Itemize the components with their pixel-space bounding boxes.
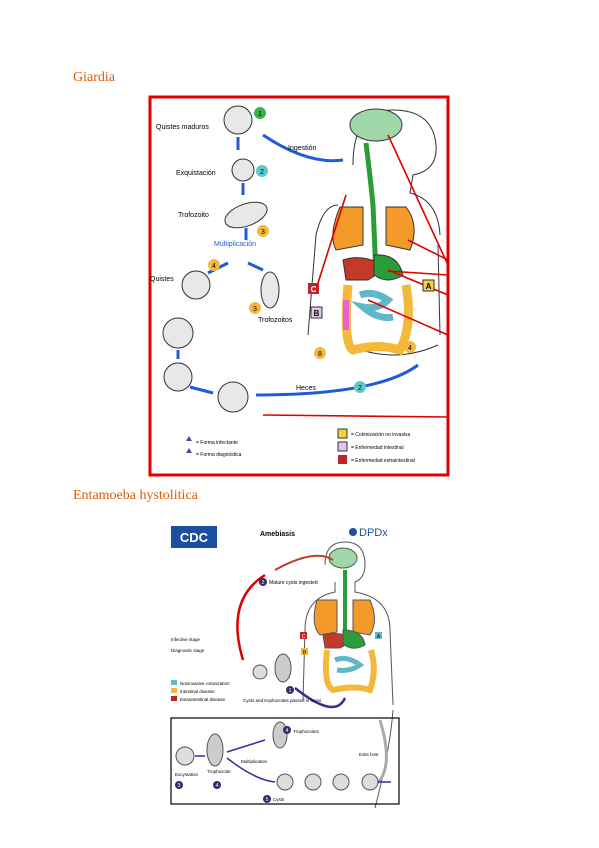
legend-infective: = Forma infectante [196, 440, 238, 446]
legend-diagnostic-2: Diagnostic stage [171, 648, 205, 653]
amebiasis-life-cycle-figure: CDC Amebiasis DPDx 2 Mature cysts ingest… [170, 526, 400, 808]
legend-a-2: Noninvasive colonization [180, 681, 230, 686]
legend-a: = Colonización no invasiva [351, 432, 411, 438]
label-multiplicacion: Multiplicación [214, 241, 256, 248]
label-cysts: Cysts [273, 797, 285, 802]
lung-right-2 [352, 599, 375, 636]
infective-icon [186, 436, 192, 441]
lower-step-badges [175, 726, 291, 803]
step-3: 3 [261, 229, 265, 236]
marker-b: B [314, 309, 320, 318]
abc-markers: C B A [308, 279, 435, 319]
cyst-series [276, 773, 379, 791]
red-arrow-ingestion [236, 573, 266, 661]
giardia-legend-abc: = Colonización no invasiva = Enfermedad … [337, 428, 415, 464]
lung-left [332, 206, 364, 251]
label-trophozoite: Trophozoite [207, 769, 231, 774]
legend-diagnostic: = Forma diagnóstica [196, 452, 242, 458]
label-quistes-maduros: Quistes maduros [156, 124, 209, 131]
step-2-badge: 2 [262, 580, 265, 586]
step-4: 4 [212, 263, 216, 270]
step-1: 1 [258, 111, 262, 118]
small-intestine-2 [334, 655, 365, 673]
label-passed-feces: Cysts and trophozoites passed in feces [243, 698, 322, 703]
marker-b-2: B [303, 650, 307, 656]
label-trofozoito: Trofozoito [178, 212, 209, 219]
legend-b-2: Intestinal disease [180, 689, 215, 694]
label-excystation: Excystation [175, 772, 199, 777]
stomach-2 [342, 629, 366, 649]
diagnostic-icon [186, 448, 192, 453]
lung-left-2 [313, 599, 338, 636]
marker-c-2: C [302, 634, 306, 640]
intestinal-cycle-box [170, 717, 400, 805]
legend-b: = Enfermedad intestinal [351, 445, 404, 451]
brain-shape [349, 108, 403, 142]
small-intestine [350, 289, 394, 321]
brain-shape-2 [328, 547, 358, 569]
lung-right [385, 206, 415, 251]
label-trofozoitos: Trofozoitos [258, 317, 293, 324]
giardia-legend-forms: = Forma infectante = Forma diagnóstica [186, 436, 242, 458]
step-3-badge: 3 [178, 783, 181, 789]
label-exits-host: Exits host [359, 752, 379, 757]
label-quistes: Quistes [150, 276, 174, 283]
step-4-badge: 4 [216, 783, 219, 789]
dpdx-logo-mark [349, 528, 357, 536]
step-3b: 3 [253, 306, 257, 313]
large-intestine-2 [322, 649, 377, 694]
marker-a-2: A [377, 634, 381, 640]
cdc-logo-text: CDC [180, 530, 209, 545]
section-title-entamoeba: Entamoeba hystolitica [73, 488, 198, 503]
trophozoite-lower [206, 733, 224, 767]
dpdx-logo-text: DPDx [359, 527, 388, 539]
step-2: 2 [260, 169, 264, 176]
giardia-life-cycle-figure: Quistes maduros Exquistación Trofozoito … [148, 95, 450, 477]
label-exquistacion: Exquistación [176, 170, 216, 177]
label-multiplication: Multiplication [241, 759, 268, 764]
giardia-cysts [162, 105, 280, 413]
cyst-excystation [175, 746, 195, 766]
marker-a: A [426, 282, 432, 291]
trophozoite-feces [274, 653, 292, 683]
step-4b: 4 [408, 345, 412, 352]
red-arrow-head [274, 554, 334, 571]
legend-infective-2: Infective stage [171, 637, 201, 642]
marker-c: C [311, 285, 317, 294]
esophagus [363, 142, 379, 276]
step-4b-badge: 4 [286, 728, 289, 734]
legend-c: = Enfermedad extraintestinal [351, 458, 415, 464]
lower-arrows [195, 739, 391, 783]
step-2b: 2 [358, 385, 362, 392]
cyst-feces [252, 664, 268, 680]
step-5-badge: 5 [266, 797, 269, 803]
label-ingestion: Ingestión [288, 145, 317, 152]
legend-c-2: Extraintestinal disease [180, 697, 226, 702]
trophozoite-multiplied [272, 721, 288, 749]
label-mature-cysts: Mature cysts ingested [269, 580, 318, 586]
section-title-giardia: Giardia [73, 70, 115, 85]
amebiasis-title: Amebiasis [260, 531, 295, 538]
label-trophozoites: Trophozoites [293, 729, 320, 734]
blue-arrow-feces [294, 687, 347, 709]
step-1-badge: 1 [289, 688, 292, 694]
label-heces: Heces [296, 385, 316, 392]
red-spread-arrows [262, 134, 449, 418]
step-8: 8 [318, 351, 322, 358]
cdc-logo [171, 526, 217, 548]
step-number-badges: 1 2 3 4 3 8 4 2 [208, 107, 416, 393]
